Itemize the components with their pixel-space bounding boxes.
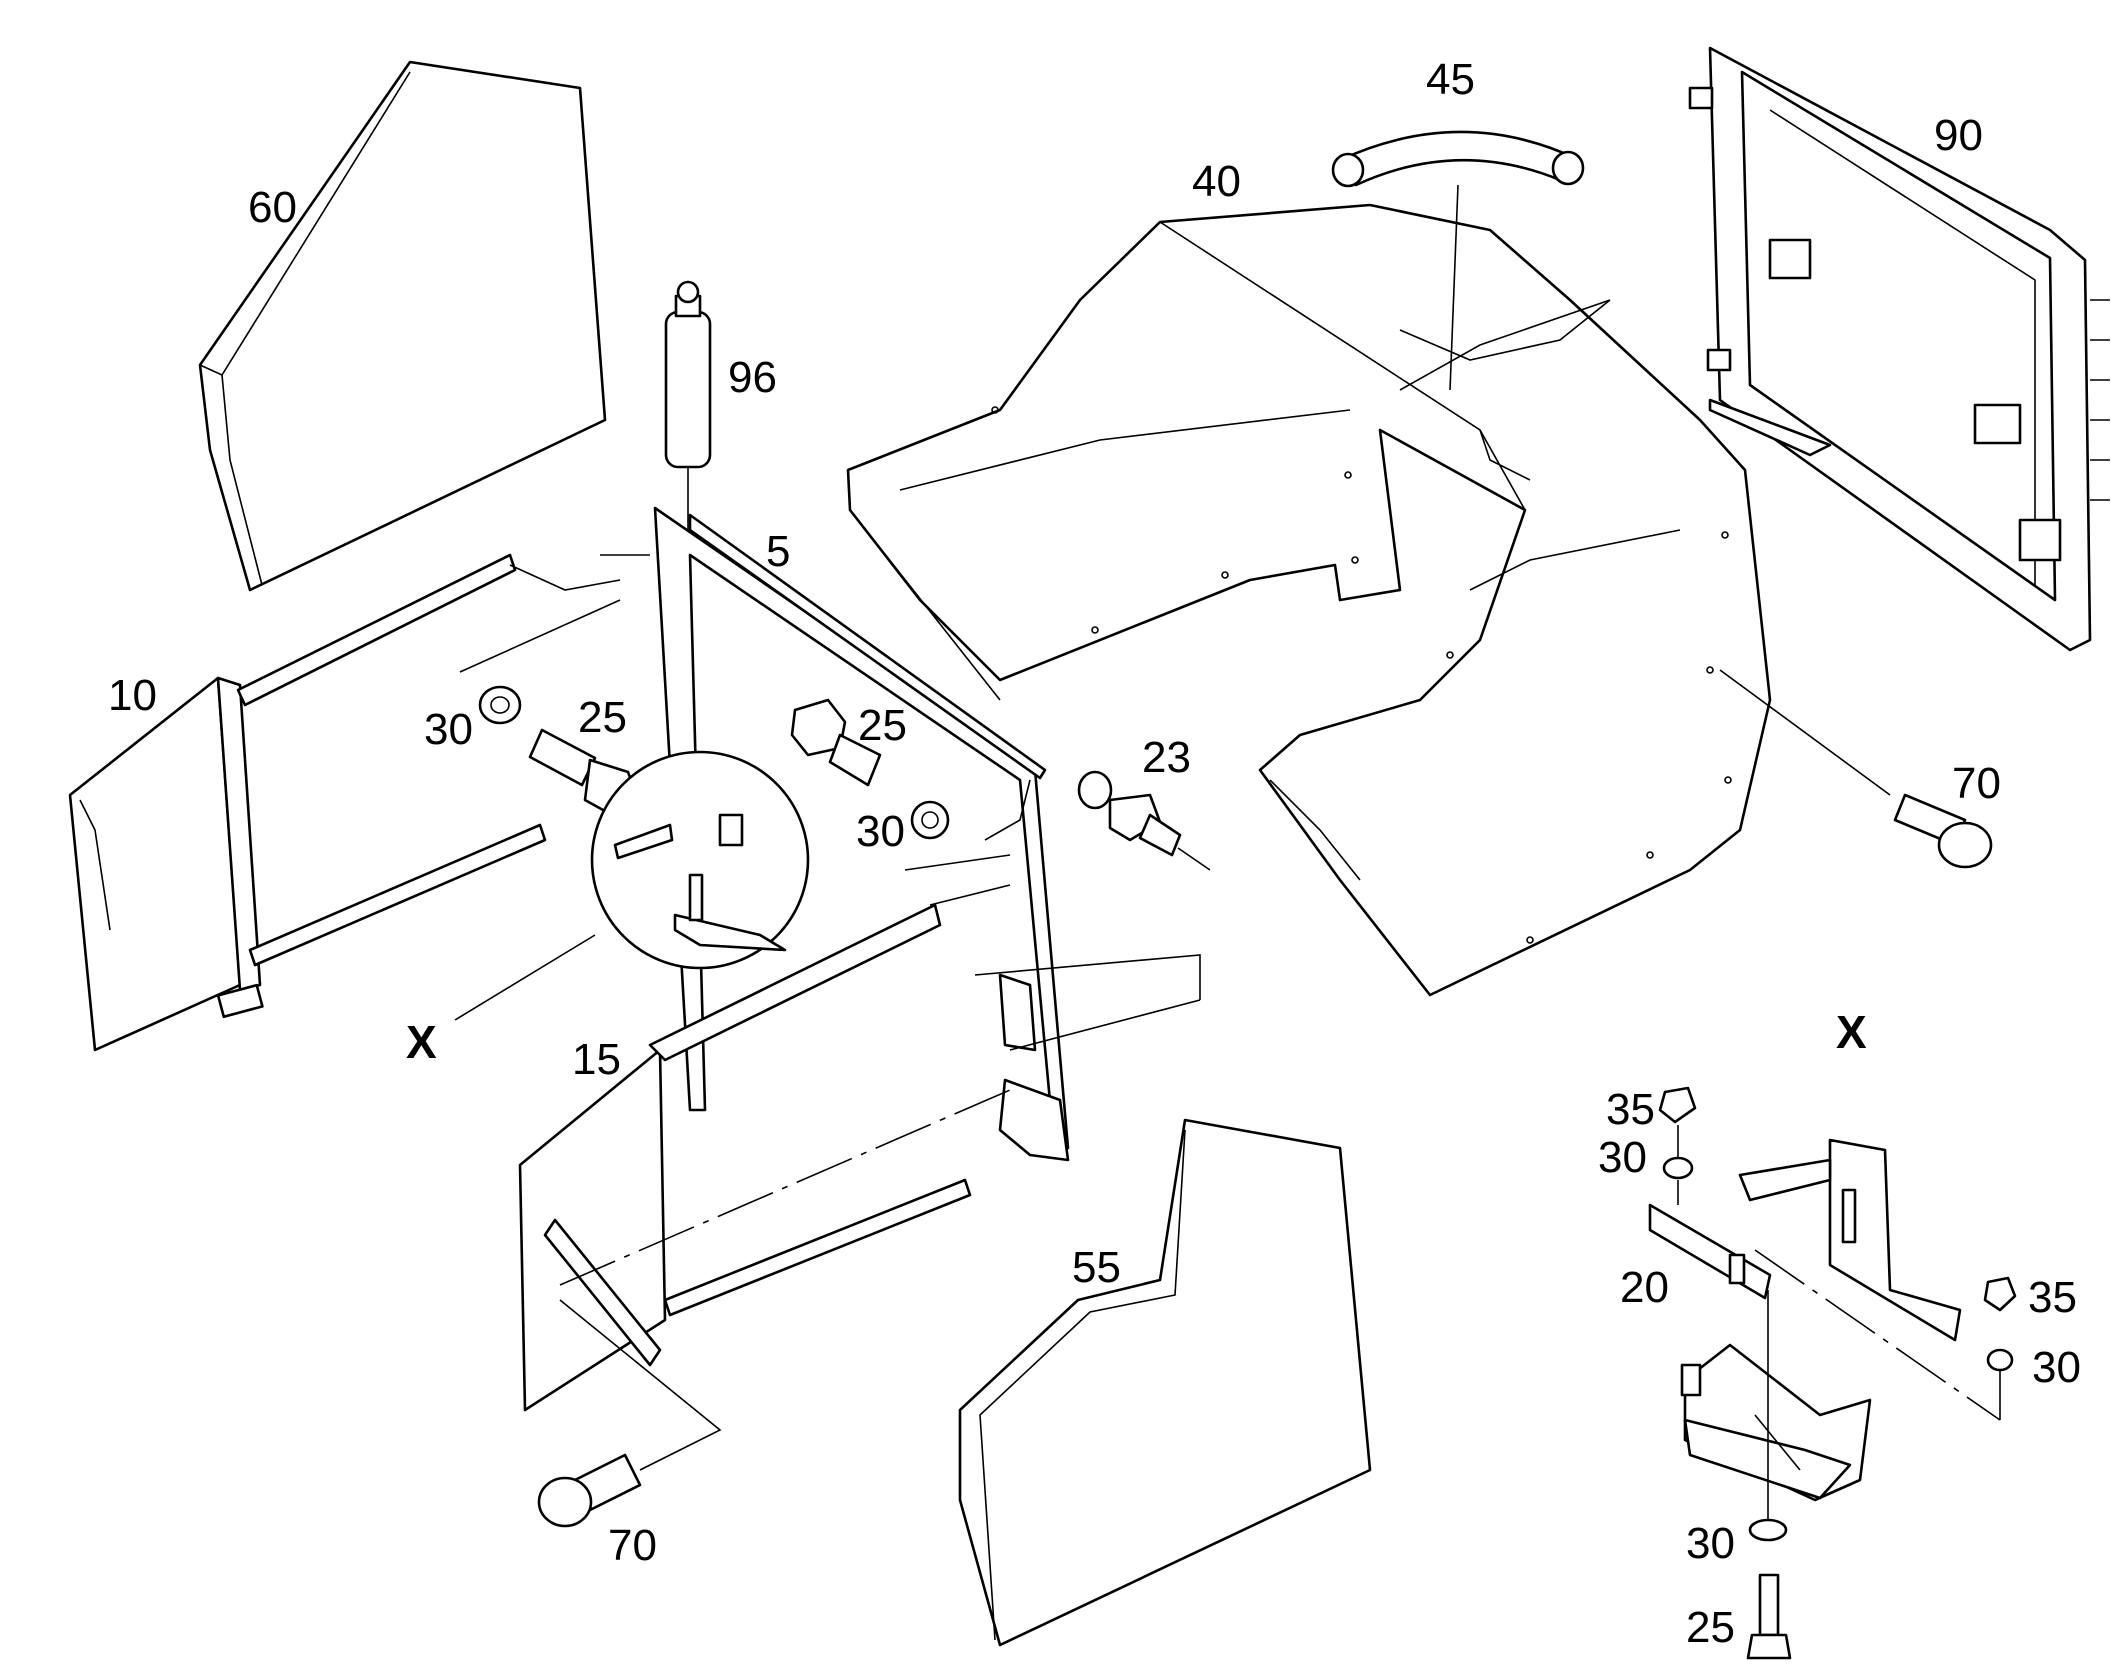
callout-25-left: 25 [578,693,627,742]
callout-40: 40 [1192,157,1241,206]
frame-15 [518,903,1011,1471]
callout-15: 15 [572,1035,621,1084]
callout-23: 23 [1142,733,1191,782]
detail-circle [454,750,810,1021]
panel-55 [958,1118,1372,1647]
frame-5 [653,506,1070,1162]
stud-23 [1077,770,1211,871]
callout-30-center: 30 [856,807,905,856]
hose-45 [1331,130,1585,391]
washer-30-center [910,800,950,840]
washer-30-left [478,685,522,725]
panel-60 [198,60,607,592]
door-90 [1688,46,2110,652]
callout-96: 96 [728,353,777,402]
callout-70-left: 70 [608,1521,657,1570]
bolt-25-center [790,698,882,787]
callout-25-center: 25 [858,701,907,750]
callout-5: 5 [766,527,790,576]
detail-x-assembly [1648,1086,2017,1660]
frame-10 [68,553,547,1052]
callout-30-detail-right: 30 [2032,1343,2081,1392]
callout-60: 60 [248,183,297,232]
callout-90: 90 [1934,111,1983,160]
pin-70-right [1719,669,1993,869]
callout-45: 45 [1426,55,1475,104]
callout-10: 10 [108,671,157,720]
callout-25-detail-bottom: 25 [1686,1603,1735,1652]
pin-70-left [537,1453,642,1528]
callout-30-detail-bottom: 30 [1686,1519,1735,1568]
assembly-lines [459,554,1201,1051]
callout-30-left: 30 [424,705,473,754]
detail-marker-x: X [406,1016,437,1068]
callout-55: 55 [1072,1243,1121,1292]
detail-title-x: X [1836,1006,1867,1058]
callout-35-top: 35 [1606,1085,1655,1134]
cylinder-96 [664,280,712,530]
callout-70-right: 70 [1952,759,2001,808]
callout-20: 20 [1620,1263,1669,1312]
callout-labels: 60 96 5 40 45 90 10 30 25 25 23 30 70 15… [108,55,2081,1652]
callout-35-right: 35 [2028,1273,2077,1322]
callout-30-detail-top: 30 [1598,1133,1647,1182]
cover-40 [846,203,1772,997]
